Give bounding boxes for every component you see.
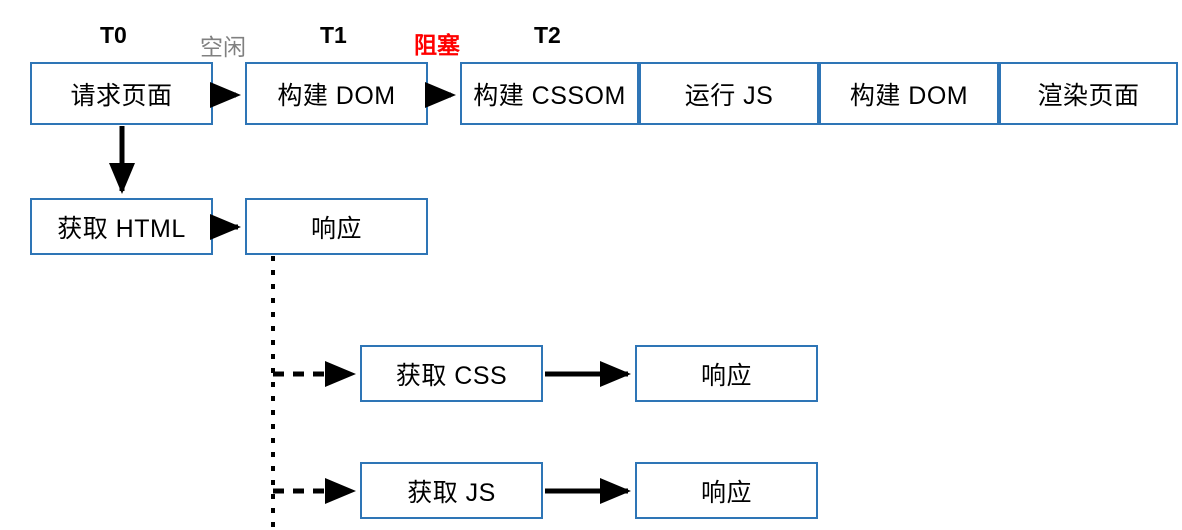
node-response-css: 响应: [635, 345, 818, 402]
node-response-js: 响应: [635, 462, 818, 519]
timeline-label-idle: 空闲: [200, 34, 246, 60]
node-run-js: 运行 JS: [639, 62, 819, 125]
node-build-dom-1: 构建 DOM: [245, 62, 428, 125]
timeline-label-t1: T1: [320, 22, 347, 48]
timeline-label-t0: T0: [100, 22, 127, 48]
node-response-html: 响应: [245, 198, 428, 255]
node-build-dom-2: 构建 DOM: [819, 62, 999, 125]
node-request-page: 请求页面: [30, 62, 213, 125]
node-fetch-js: 获取 JS: [360, 462, 543, 519]
timeline-label-t2: T2: [534, 22, 561, 48]
node-build-cssom: 构建 CSSOM: [460, 62, 639, 125]
node-fetch-css: 获取 CSS: [360, 345, 543, 402]
node-render-page: 渲染页面: [999, 62, 1178, 125]
node-fetch-html: 获取 HTML: [30, 198, 213, 255]
timeline-label-blocked: 阻塞: [414, 32, 460, 58]
